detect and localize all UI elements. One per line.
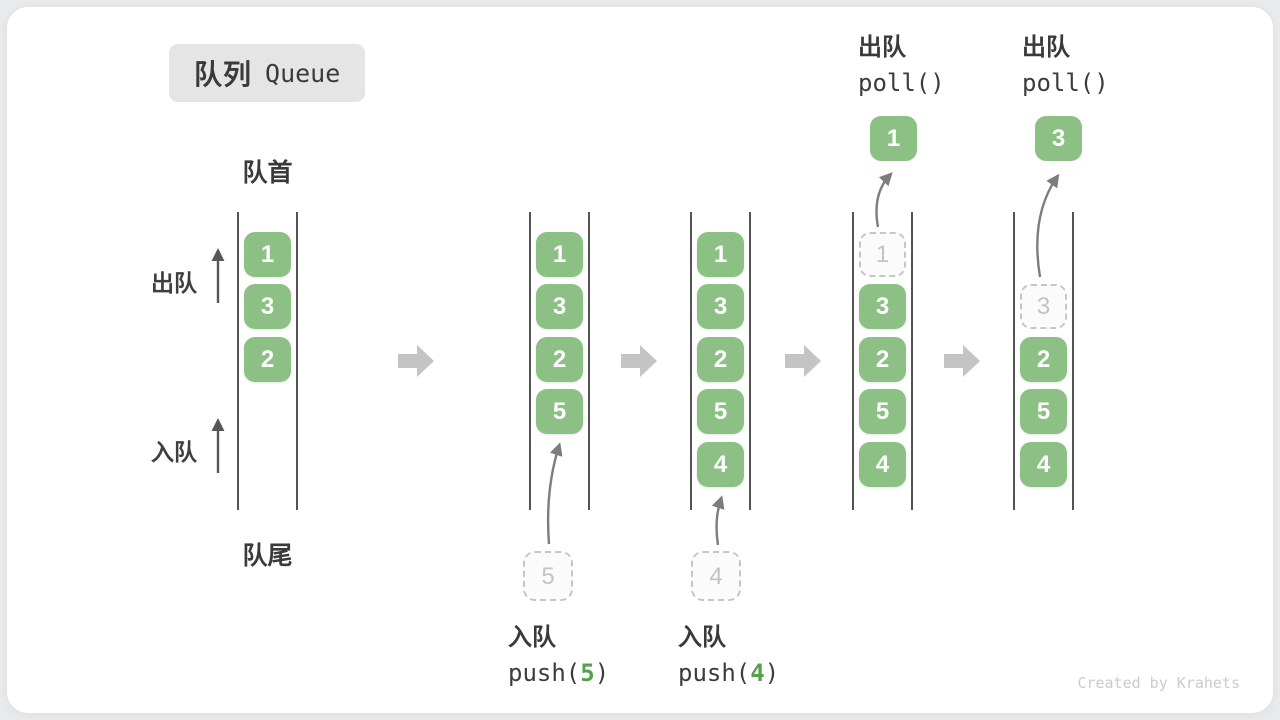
queue-cell: 1 (244, 232, 291, 277)
queue-cell: 2 (244, 337, 291, 382)
front-label: 队首 (242, 159, 293, 187)
code-arg: 5 (580, 659, 595, 687)
queue-cell: 5 (697, 389, 744, 434)
queue-cell: 5 (1020, 389, 1067, 434)
op-caption-push4: 入队 push(4) (678, 617, 779, 687)
enqueue-label: 入队 (151, 439, 197, 465)
op-label: 入队 (508, 624, 556, 651)
diagram-card (6, 6, 1274, 714)
queue-cell: 1 (536, 232, 583, 277)
queue-cell: 5 (859, 389, 906, 434)
queue-state-2: 1 3 2 5 (529, 212, 590, 510)
queue-cell: 2 (536, 337, 583, 382)
code-pre: push( (678, 659, 751, 687)
queue-cell: 3 (536, 284, 583, 329)
watermark: Created by Krahets (1077, 674, 1240, 692)
queue-cell: 2 (859, 337, 906, 382)
dequeue-label: 出队 (151, 270, 197, 296)
title-zh: 队列 (194, 59, 253, 90)
op-label: 出队 (1022, 34, 1070, 61)
queue-cell: 3 (859, 284, 906, 329)
queue-cell-ghost: 1 (859, 232, 906, 277)
queue-cell: 5 (536, 389, 583, 434)
queue-state-5: 3 2 5 4 (1013, 212, 1074, 510)
title-en: Queue (265, 58, 341, 88)
code-post: ) (764, 659, 780, 687)
op-caption-push5: 入队 push(5) (508, 617, 609, 687)
queue-cell: 3 (244, 284, 291, 329)
op-label: 入队 (678, 624, 726, 651)
code-pre: push( (508, 659, 581, 687)
queue-cell-ghost: 3 (1020, 284, 1067, 329)
code-arg: 4 (750, 659, 765, 687)
op-code: push(4) (678, 659, 779, 687)
queue-cell: 4 (859, 442, 906, 487)
polled-value-cell: 3 (1035, 116, 1082, 161)
op-caption-poll1: 出队 poll() (858, 27, 945, 97)
queue-cell: 2 (1020, 337, 1067, 382)
queue-cell: 4 (697, 442, 744, 487)
queue-state-4: 1 3 2 5 4 (852, 212, 913, 510)
queue-cell: 1 (697, 232, 744, 277)
staged-value-cell: 5 (523, 551, 573, 601)
queue-cell: 2 (697, 337, 744, 382)
rear-label: 队尾 (242, 542, 293, 570)
op-caption-poll3: 出队 poll() (1022, 27, 1109, 97)
polled-value-cell: 1 (870, 116, 917, 161)
op-code: push(5) (508, 659, 609, 687)
code-post: ) (594, 659, 610, 687)
op-code: poll() (858, 69, 945, 97)
queue-state-1: 1 3 2 (237, 212, 298, 510)
staged-value-cell: 4 (691, 551, 741, 601)
queue-state-3: 1 3 2 5 4 (690, 212, 751, 510)
op-label: 出队 (858, 34, 906, 61)
queue-cell: 3 (697, 284, 744, 329)
op-code: poll() (1022, 69, 1109, 97)
queue-cell: 4 (1020, 442, 1067, 487)
title-badge: 队列 Queue (169, 44, 366, 102)
